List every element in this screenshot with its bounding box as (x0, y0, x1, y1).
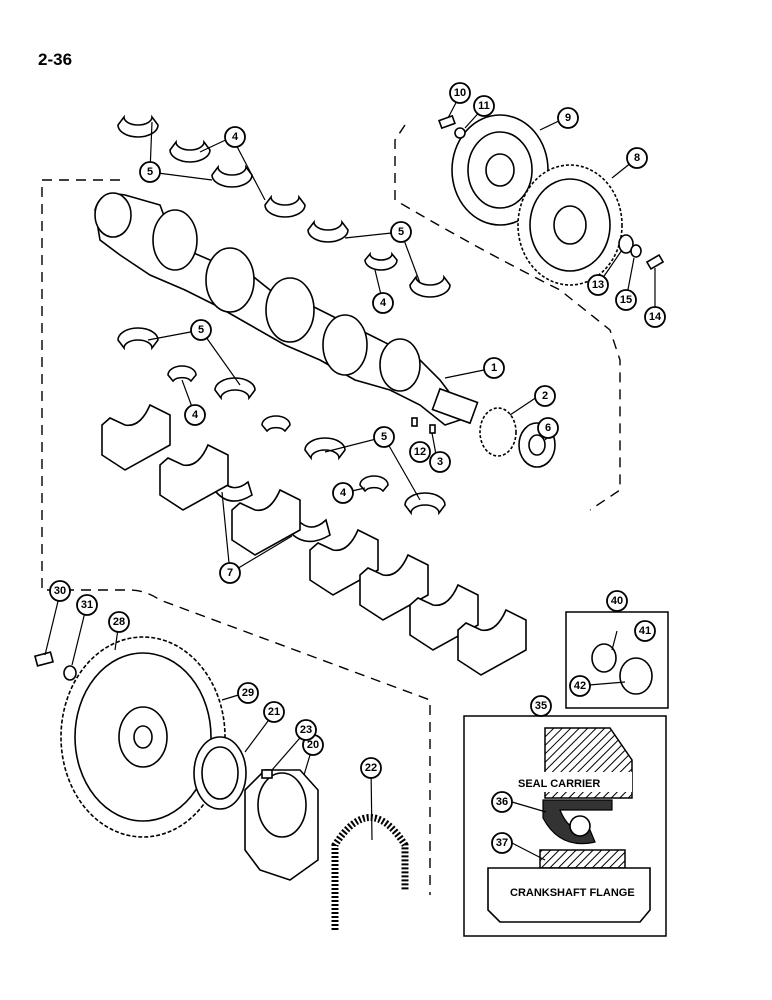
callout-30-text: 30 (54, 585, 66, 597)
rear-seal-housing (244, 769, 319, 881)
callout-7-text: 7 (227, 567, 233, 579)
callout-9-text: 9 (565, 112, 571, 124)
callout-22: 22 (360, 757, 382, 779)
gasket (331, 814, 409, 930)
callout-5a: 5 (139, 161, 161, 183)
callout-5c-text: 5 (198, 324, 204, 336)
callout-6-text: 6 (545, 422, 551, 434)
callout-12: 12 (409, 441, 431, 463)
callout-20-text: 20 (307, 739, 319, 751)
callout-5d: 5 (373, 426, 395, 448)
callout-29-text: 29 (242, 687, 254, 699)
crankshaft-flange-label: CRANKSHAFT FLANGE (510, 887, 635, 899)
housing-bolt (261, 769, 273, 779)
crankshaft-gear (479, 407, 517, 457)
callout-2: 2 (534, 385, 556, 407)
pulley-group-boundary (394, 124, 621, 511)
callout-2-text: 2 (542, 390, 548, 402)
callout-11-text: 11 (478, 100, 490, 112)
callout-37: 37 (491, 832, 513, 854)
crankshaft-flange-shape (487, 867, 651, 923)
callout-23: 23 (295, 719, 317, 741)
callout-35-text: 35 (535, 700, 547, 712)
callout-3-text: 3 (437, 456, 443, 468)
callout-5d-text: 5 (381, 431, 387, 443)
callout-6: 6 (537, 417, 559, 439)
callout-4c: 4 (184, 404, 206, 426)
callout-5b-text: 5 (398, 226, 404, 238)
callout-21-text: 21 (268, 706, 280, 718)
callout-28-text: 28 (113, 616, 125, 628)
callout-3: 3 (429, 451, 451, 473)
sleeve-41 (591, 643, 617, 673)
callout-41-text: 41 (639, 625, 651, 637)
flywheel-washer (63, 665, 77, 681)
page-number: 2-36 (38, 50, 73, 69)
crankshaft (94, 192, 479, 426)
callout-1-text: 1 (491, 362, 497, 374)
callout-7: 7 (219, 562, 241, 584)
installer-42 (619, 657, 653, 695)
callout-30: 30 (49, 580, 71, 602)
callout-4c-text: 4 (192, 409, 199, 421)
callout-4d-text: 4 (340, 487, 347, 499)
crankshaft-group-boundary (41, 179, 431, 895)
callout-22-text: 22 (365, 762, 377, 774)
callout-5a-text: 5 (147, 166, 153, 178)
callout-4a: 4 (224, 126, 246, 148)
callout-15-text: 15 (620, 294, 632, 306)
callout-28: 28 (108, 611, 130, 633)
callout-41: 41 (634, 620, 656, 642)
callout-10-text: 10 (454, 87, 466, 99)
callout-31: 31 (76, 594, 98, 616)
callout-14: 14 (644, 306, 666, 328)
callout-21: 21 (263, 701, 285, 723)
seal-carrier-label: SEAL CARRIER (518, 778, 600, 790)
flange-section (539, 849, 626, 869)
callout-36-text: 36 (496, 796, 508, 808)
callout-8: 8 (626, 147, 648, 169)
key-12 (411, 417, 418, 427)
callout-10: 10 (449, 82, 471, 104)
crankshaft-pulley (517, 164, 623, 286)
callout-4b-text: 4 (380, 297, 387, 309)
flywheel (60, 636, 226, 838)
callout-5c: 5 (190, 319, 212, 341)
callout-9: 9 (557, 107, 579, 129)
key-3 (429, 424, 436, 434)
main-bearing-caps (101, 403, 527, 676)
seal-carrier-label-bg (512, 772, 632, 792)
callout-5b: 5 (390, 221, 412, 243)
bearing-shells (117, 114, 451, 516)
callout-1: 1 (483, 357, 505, 379)
flywheel-bolt (33, 651, 55, 667)
callout-12-text: 12 (414, 446, 426, 458)
callout-36: 36 (491, 791, 513, 813)
callout-11: 11 (473, 95, 495, 117)
callout-13: 13 (587, 274, 609, 296)
callout-14-text: 14 (649, 311, 662, 323)
callout-4b: 4 (372, 292, 394, 314)
callout-40-text: 40 (611, 595, 623, 607)
callout-31-text: 31 (81, 599, 93, 611)
callout-4d: 4 (332, 482, 354, 504)
bolts-washers-top (438, 114, 665, 271)
callout-40: 40 (606, 590, 628, 612)
callout-4a-text: 4 (232, 131, 239, 143)
callout-35: 35 (530, 695, 552, 717)
callout-23-text: 23 (300, 724, 312, 736)
callout-15: 15 (615, 289, 637, 311)
callout-42: 42 (569, 675, 591, 697)
callout-13-text: 13 (592, 279, 604, 291)
callout-8-text: 8 (634, 152, 640, 164)
callout-37-text: 37 (496, 837, 508, 849)
callout-29: 29 (237, 682, 259, 704)
callout-42-text: 42 (574, 680, 586, 692)
